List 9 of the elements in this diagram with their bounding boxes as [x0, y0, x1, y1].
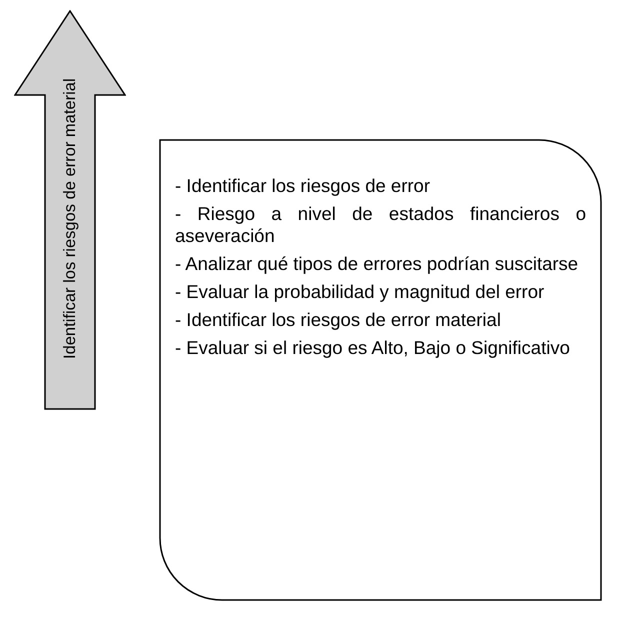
up-arrow-shape [14, 10, 126, 410]
list-item-text: - Analizar qué tipos de errores podrían suscitarse [175, 253, 580, 275]
arrow-label: Identificar los riesgos de error material [60, 78, 80, 358]
list-item-text: - Riesgo a nivel de estados financieros o aseveración [175, 203, 586, 247]
list-item-text: - Evaluar si el riesgo es Alto, Bajo o Significativo [175, 337, 571, 359]
list-item-text: - Evaluar la probabilidad y magnitud del error [175, 281, 546, 303]
list-item-text: - Identificar los riesgos de error [175, 175, 431, 197]
text-panel [159, 139, 602, 601]
list-item-text: - Identificar los riesgos de error material [175, 309, 502, 331]
